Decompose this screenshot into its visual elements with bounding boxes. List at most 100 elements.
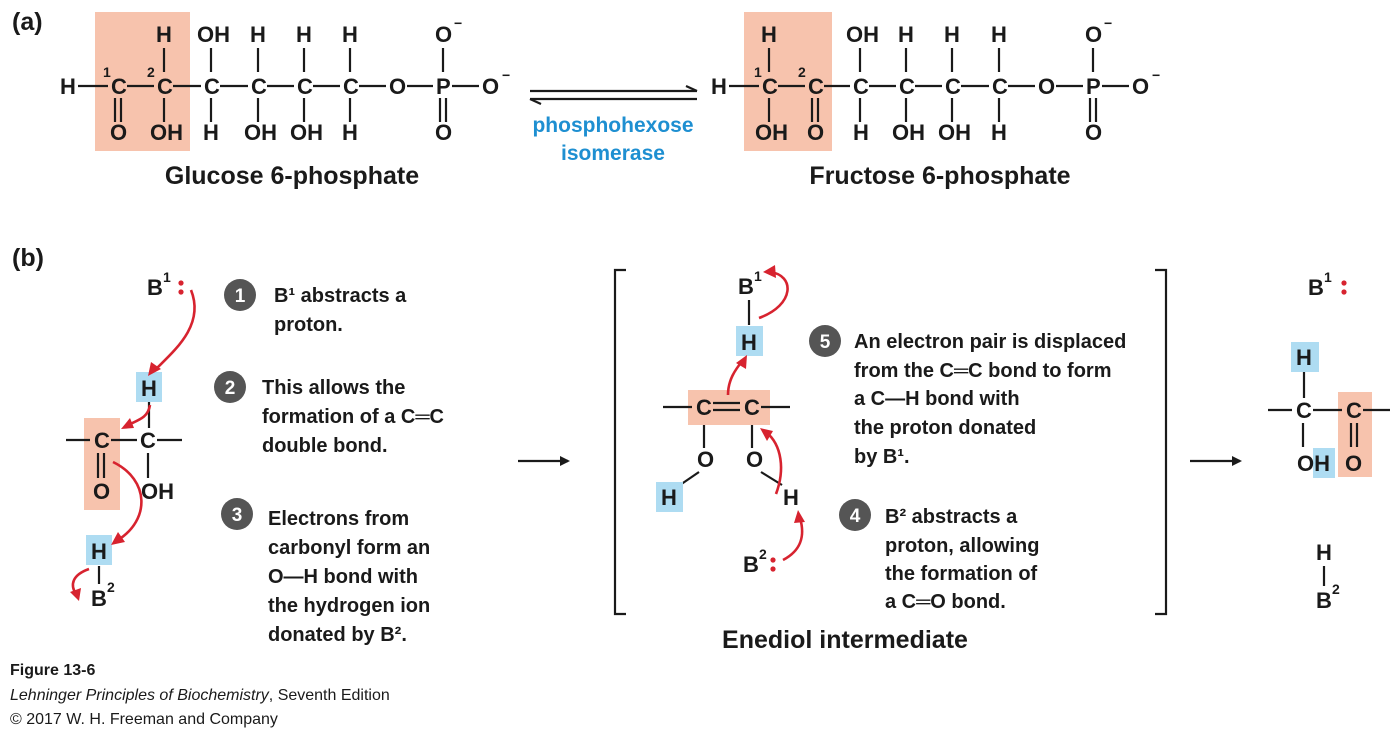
svg-text:H: H — [342, 22, 358, 47]
svg-text:H: H — [853, 120, 869, 145]
svg-text:OH: OH — [846, 22, 879, 47]
svg-text:double bond.: double bond. — [262, 435, 388, 457]
svg-text:O: O — [1038, 74, 1055, 99]
step-5: 5 An electron pair is displaced from the… — [809, 325, 1126, 468]
svg-text:O: O — [697, 447, 714, 472]
reaction-arrow-2 — [1190, 456, 1242, 466]
svg-text:by B¹.: by B¹. — [854, 446, 910, 468]
svg-text:H: H — [203, 120, 219, 145]
svg-text:O: O — [435, 120, 452, 145]
svg-text:1: 1 — [235, 286, 246, 307]
svg-text:OH: OH — [892, 120, 925, 145]
c1-c2-highlight — [744, 12, 832, 151]
svg-text:O: O — [807, 120, 824, 145]
step-3: 3 Electrons from carbonyl form an O—H bo… — [221, 498, 430, 646]
enzyme-name-line2: isomerase — [561, 142, 665, 165]
svg-text:C: C — [1296, 398, 1312, 423]
svg-text:H: H — [91, 539, 107, 564]
svg-text:OH: OH — [938, 120, 971, 145]
svg-text:2: 2 — [798, 64, 806, 80]
step-2: 2 This allows the formation of a C═C dou… — [214, 371, 444, 457]
svg-text:2: 2 — [107, 579, 115, 595]
svg-text:2: 2 — [147, 64, 155, 80]
glucose-6-phosphate-label: Glucose 6-phosphate — [165, 162, 419, 190]
svg-text:O: O — [1132, 74, 1149, 99]
svg-text:1: 1 — [163, 269, 171, 285]
svg-text:C: C — [140, 428, 156, 453]
svg-text:C: C — [343, 74, 359, 99]
svg-text:a C═O bond.: a C═O bond. — [885, 591, 1006, 613]
svg-text:O: O — [1345, 451, 1362, 476]
svg-text:C: C — [808, 74, 824, 99]
copyright-notice: © 2017 W. H. Freeman and Company — [10, 711, 278, 728]
svg-text:H: H — [661, 485, 677, 510]
svg-text:a C—H bond with: a C—H bond with — [854, 388, 1020, 410]
svg-text:C: C — [297, 74, 313, 99]
svg-text:C: C — [992, 74, 1008, 99]
right-bracket — [1155, 268, 1168, 616]
svg-text:B: B — [1316, 588, 1332, 613]
step-4: 4 B² abstracts a proton, allowing the fo… — [839, 499, 1039, 613]
svg-text:O: O — [482, 74, 499, 99]
book-edition: , Seventh Edition — [268, 687, 390, 704]
svg-text:2: 2 — [1332, 581, 1340, 597]
svg-text:B: B — [147, 275, 163, 300]
svg-text:−: − — [1152, 67, 1160, 83]
svg-text:An electron pair is displaced: An electron pair is displaced — [854, 331, 1126, 353]
panel-a-label: (a) — [12, 8, 43, 36]
svg-text:P: P — [436, 74, 451, 99]
c1-c2-highlight — [95, 12, 190, 151]
panel-b-label: (b) — [12, 244, 44, 272]
book-title: Lehninger Principles of Biochemistry — [10, 687, 269, 704]
fructose-6-phosphate-label: Fructose 6-phosphate — [809, 162, 1070, 190]
svg-text:from the C═C bond to form: from the C═C bond to form — [854, 360, 1111, 382]
svg-text:C: C — [157, 74, 173, 99]
svg-text:B: B — [1308, 275, 1324, 300]
svg-text:3: 3 — [232, 505, 243, 526]
svg-text:H: H — [944, 22, 960, 47]
svg-text:H: H — [296, 22, 312, 47]
svg-text:OH: OH — [141, 479, 174, 504]
svg-text:C: C — [899, 74, 915, 99]
svg-text:C: C — [696, 395, 712, 420]
svg-text:O: O — [1085, 22, 1102, 47]
svg-text:C: C — [853, 74, 869, 99]
svg-text:C: C — [744, 395, 760, 420]
svg-text:O: O — [435, 22, 452, 47]
svg-text:OH: OH — [197, 22, 230, 47]
left-bracket — [613, 268, 626, 616]
glucose-6-phosphate-structure: H C C C C C C O P O − 1 2 H OH H H H O − — [60, 12, 510, 151]
svg-text:This allows the: This allows the — [262, 377, 405, 399]
svg-text:1: 1 — [754, 64, 762, 80]
svg-text:the hydrogen ion: the hydrogen ion — [268, 595, 430, 617]
svg-text:C: C — [94, 428, 110, 453]
svg-text:proton.: proton. — [274, 314, 343, 336]
svg-text:H: H — [250, 22, 266, 47]
svg-text:−: − — [1104, 15, 1112, 31]
svg-text:O: O — [93, 479, 110, 504]
svg-text:C: C — [251, 74, 267, 99]
svg-text:2: 2 — [759, 546, 767, 562]
svg-text:C: C — [945, 74, 961, 99]
svg-text:B: B — [738, 274, 754, 299]
step-5-badge — [809, 325, 841, 357]
svg-text:formation of a C═C: formation of a C═C — [262, 406, 444, 428]
enediol-structure: B 1 H C C O O H H B 2 — [656, 265, 805, 577]
svg-text:the formation of: the formation of — [885, 563, 1038, 585]
svg-text:H: H — [1316, 540, 1332, 565]
svg-text:O: O — [389, 74, 406, 99]
svg-text:H: H — [156, 22, 172, 47]
svg-text:H: H — [711, 74, 727, 99]
figure-number: Figure 13-6 — [10, 662, 96, 679]
svg-text:H: H — [1296, 345, 1312, 370]
svg-text:B¹ abstracts a: B¹ abstracts a — [274, 285, 407, 307]
svg-text:O: O — [1085, 120, 1102, 145]
svg-text:OH: OH — [150, 120, 183, 145]
svg-text:O—H bond with: O—H bond with — [268, 566, 418, 588]
reaction-arrow-1 — [518, 456, 570, 466]
step-1-badge — [224, 279, 256, 311]
svg-text:O: O — [746, 447, 763, 472]
product-mechanism-structure: B 1 H C C OH O H B 2 — [1268, 269, 1390, 613]
enediol-intermediate-label: Enediol intermediate — [722, 626, 968, 654]
svg-text:B: B — [743, 552, 759, 577]
